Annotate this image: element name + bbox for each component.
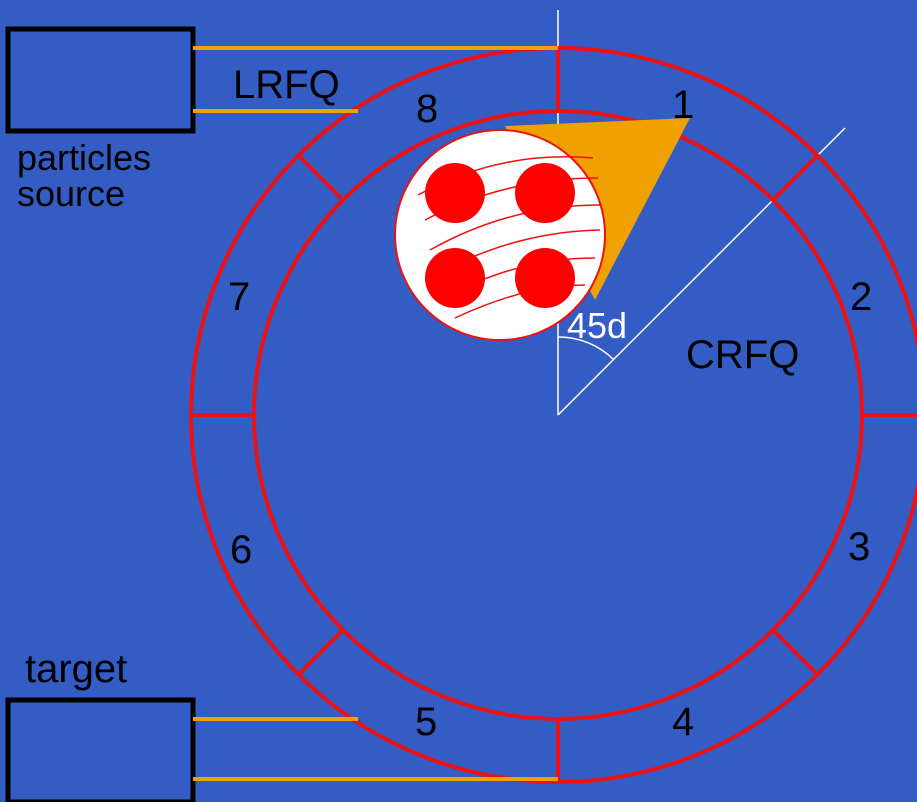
divider-bottom-right [771, 628, 819, 676]
target-label: target [25, 647, 127, 691]
sector-dividers [191, 48, 917, 782]
particle [515, 163, 575, 223]
lrfq-label: LRFQ [233, 63, 340, 107]
particle [515, 248, 575, 308]
sector-number-3: 3 [848, 525, 870, 569]
crfq-label: CRFQ [686, 333, 799, 377]
sector-number-4: 4 [672, 700, 694, 744]
particles-source-label-line2: source [17, 173, 125, 214]
target-box [5, 697, 196, 802]
divider-bottom-left [297, 628, 345, 676]
sector-number-1: 1 [672, 83, 694, 127]
particles-source-box [5, 26, 196, 134]
angle-arc [557, 336, 615, 361]
particle-inset [394, 129, 606, 341]
particles-source-label-line1: particles [17, 137, 151, 178]
sector-number-5: 5 [415, 700, 437, 744]
sector-numbers: 1 2 3 4 5 6 7 8 [228, 83, 872, 744]
sector-number-6: 6 [230, 528, 252, 572]
sector-number-7: 7 [228, 275, 250, 319]
particle [425, 163, 485, 223]
feed-lines [193, 46, 558, 781]
angle-label: 45d [567, 305, 627, 346]
particle [425, 248, 485, 308]
divider-top-left [297, 154, 345, 202]
sector-number-2: 2 [850, 275, 872, 319]
divider-top-right [771, 154, 819, 202]
sector-number-8: 8 [416, 87, 438, 131]
